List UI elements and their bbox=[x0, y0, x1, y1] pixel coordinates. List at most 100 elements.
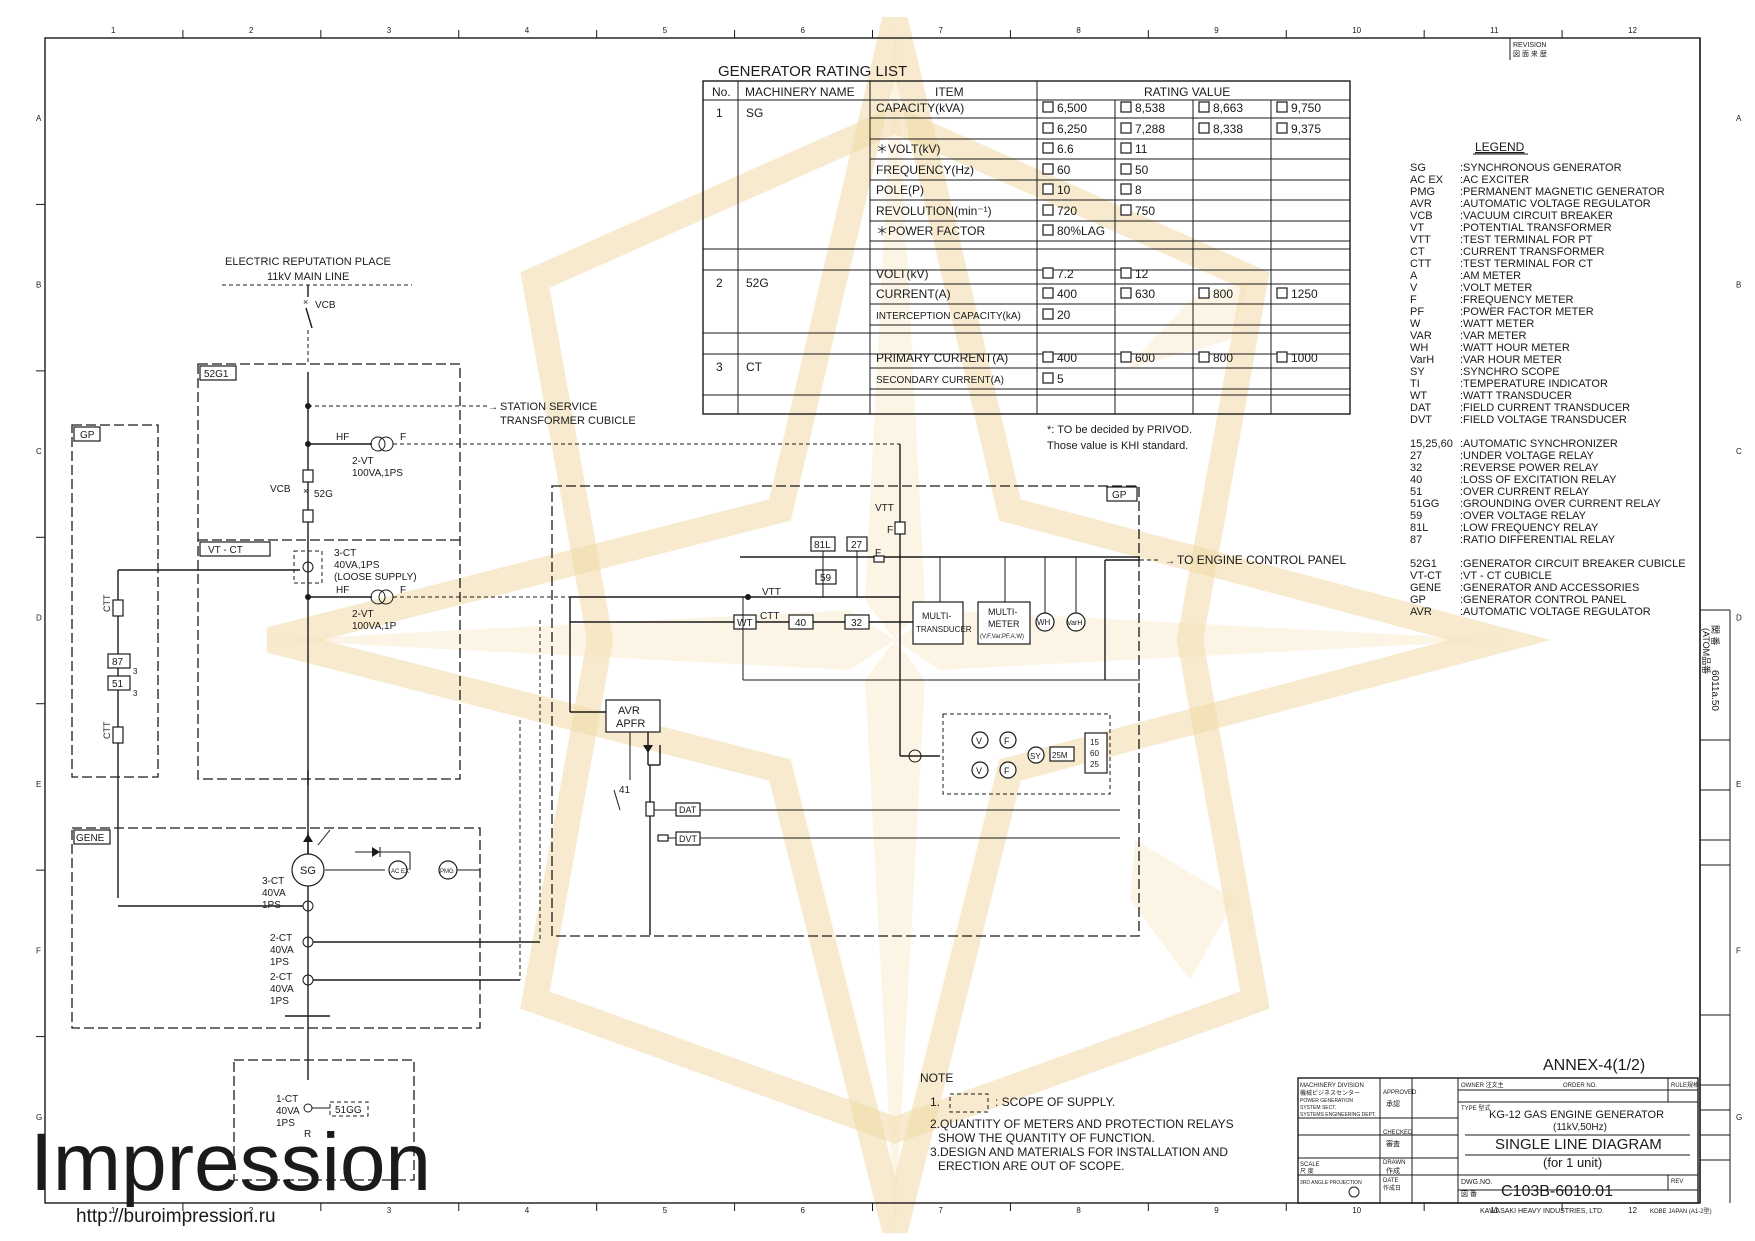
legend-relay-desc: :GROUNDING OVER CURRENT RELAY bbox=[1460, 498, 1661, 510]
rating-checkbox[interactable] bbox=[1120, 142, 1132, 154]
grid-column-1: 1 bbox=[111, 26, 116, 35]
rating-checkbox[interactable] bbox=[1198, 101, 1210, 113]
title-line-2: (11kV,50Hz) bbox=[1553, 1122, 1607, 1133]
cubicle-gp-left-label: GP bbox=[80, 430, 95, 441]
rating-checkbox[interactable] bbox=[1276, 287, 1288, 299]
rating-checkbox[interactable] bbox=[1276, 101, 1288, 113]
f-small-2-label: F bbox=[875, 548, 881, 559]
legend-cubicle-desc: :AUTOMATIC VOLTAGE REGULATOR bbox=[1460, 606, 1651, 618]
legend-item-desc: :SYNCHRONOUS GENERATOR bbox=[1460, 162, 1622, 174]
sync-25: 25 bbox=[1090, 760, 1099, 769]
rating-checkbox[interactable] bbox=[1120, 163, 1132, 175]
rating-checkbox[interactable] bbox=[1042, 267, 1054, 279]
rating-item: CURRENT(A) bbox=[876, 287, 951, 301]
legend-relay-desc: :RATIO DIFFERENTIAL RELAY bbox=[1460, 534, 1616, 546]
meter-25m: 25M bbox=[1052, 751, 1068, 760]
ctt3-label: CTT bbox=[760, 611, 779, 622]
legend-item-desc: :CURRENT TRANSFORMER bbox=[1460, 246, 1604, 258]
rating-checkbox[interactable] bbox=[1276, 122, 1288, 134]
annex-label: ANNEX-4(1/2) bbox=[1543, 1057, 1645, 1074]
rating-header-no: No. bbox=[712, 85, 731, 99]
rating-checkbox[interactable] bbox=[1120, 183, 1132, 195]
legend-item-abbr: VCB bbox=[1410, 210, 1433, 222]
rating-checkbox[interactable] bbox=[1120, 101, 1132, 113]
rating-checkbox[interactable] bbox=[1120, 351, 1132, 363]
legend-item-desc: :VAR HOUR METER bbox=[1460, 354, 1562, 366]
rating-checkbox[interactable] bbox=[1042, 122, 1054, 134]
rule-label: RULE規格 bbox=[1671, 1081, 1699, 1089]
division-1: MACHINERY DIVISION bbox=[1300, 1083, 1364, 1089]
grid-column-4: 4 bbox=[525, 1206, 530, 1215]
rating-checkbox[interactable] bbox=[1120, 204, 1132, 216]
legend-relay-abbr: 15,25,60 bbox=[1410, 438, 1453, 450]
rating-item: INTERCEPTION CAPACITY(kA) bbox=[876, 311, 1021, 322]
cubicle-gene-label: GENE bbox=[76, 833, 105, 844]
vt2-1-label: 2-VT bbox=[352, 456, 374, 467]
vcb-52g-label: 52G bbox=[314, 489, 333, 500]
vtt2-label: VTT bbox=[762, 587, 781, 598]
scale-label: SCALE bbox=[1300, 1162, 1320, 1168]
rating-value: 750 bbox=[1135, 204, 1155, 218]
checked-label: CHECKED bbox=[1383, 1130, 1413, 1136]
single-line-diagram: ELECTRIC REPUTATION PLACE 11kV MAIN LINE… bbox=[71, 256, 1346, 1181]
rating-value: 630 bbox=[1135, 287, 1155, 301]
acex-label: AC EX bbox=[391, 869, 409, 875]
grid-column-11: 11 bbox=[1490, 26, 1499, 35]
order-no-label: ORDER NO. bbox=[1563, 1083, 1597, 1089]
rating-checkbox[interactable] bbox=[1042, 142, 1054, 154]
grid-column-4: 4 bbox=[525, 26, 530, 35]
drawn-jp: 作成 bbox=[1386, 1166, 1400, 1175]
rating-checkbox[interactable] bbox=[1198, 122, 1210, 134]
rating-checkbox[interactable] bbox=[1042, 101, 1054, 113]
ct2a-class: 1PS bbox=[270, 957, 289, 968]
rating-value: 10 bbox=[1057, 183, 1071, 197]
grid-row-right-C: C bbox=[1736, 447, 1742, 456]
rating-group-no: 2 bbox=[716, 276, 723, 290]
rating-item: FREQUENCY(Hz) bbox=[876, 163, 974, 177]
rating-checkbox[interactable] bbox=[1120, 122, 1132, 134]
rating-checkbox[interactable] bbox=[1042, 224, 1054, 236]
rating-checkbox[interactable] bbox=[1042, 287, 1054, 299]
rating-value: 60 bbox=[1057, 163, 1071, 177]
rating-value: 8,538 bbox=[1135, 101, 1165, 115]
sg-ct-label: 3-CT bbox=[262, 876, 284, 887]
relay-81l: 81L bbox=[814, 540, 831, 551]
rating-value: 11 bbox=[1135, 142, 1148, 156]
rating-checkbox[interactable] bbox=[1198, 351, 1210, 363]
rating-header-item: ITEM bbox=[935, 85, 964, 99]
rating-value: 6,500 bbox=[1057, 101, 1087, 115]
relay-27: 27 bbox=[851, 540, 863, 551]
rating-checkbox[interactable] bbox=[1042, 372, 1054, 384]
scale-jp: 尺 度 bbox=[1300, 1167, 1314, 1175]
note-title: NOTE bbox=[920, 1071, 953, 1085]
rating-checkbox[interactable] bbox=[1120, 267, 1132, 279]
sync-60: 60 bbox=[1090, 749, 1099, 758]
impression-url: http://buroimpression.ru bbox=[76, 1206, 276, 1227]
rating-item: SECONDARY CURRENT(A) bbox=[876, 375, 1004, 386]
legend-cubicle-abbr: VT-CT bbox=[1410, 570, 1442, 582]
rating-checkbox[interactable] bbox=[1042, 204, 1054, 216]
grid-column-8: 8 bbox=[1076, 1206, 1081, 1215]
legend-relay-desc: :OVER CURRENT RELAY bbox=[1460, 486, 1590, 498]
background-star-watermark bbox=[266, 17, 1551, 1234]
rating-checkbox[interactable] bbox=[1042, 163, 1054, 175]
rating-checkbox[interactable] bbox=[1042, 351, 1054, 363]
rating-checkbox[interactable] bbox=[1276, 351, 1288, 363]
legend-item-abbr: VT bbox=[1410, 222, 1424, 234]
relay-40: 40 bbox=[795, 618, 807, 629]
grid-column-6: 6 bbox=[801, 26, 806, 35]
ct2b-label: 2-CT bbox=[270, 972, 292, 983]
rating-checkbox[interactable] bbox=[1120, 287, 1132, 299]
rating-value: 6,250 bbox=[1057, 122, 1087, 136]
meter-v1: V bbox=[976, 736, 982, 746]
rating-checkbox[interactable] bbox=[1042, 183, 1054, 195]
rating-value: 9,750 bbox=[1291, 101, 1321, 115]
legend-relay-abbr: 40 bbox=[1410, 474, 1422, 486]
rating-checkbox[interactable] bbox=[1198, 287, 1210, 299]
legend-item-abbr: CTT bbox=[1410, 258, 1432, 270]
legend-relay-abbr: 32 bbox=[1410, 462, 1422, 474]
rating-item: PRIMARY CURRENT(A) bbox=[876, 351, 1008, 365]
rating-checkbox[interactable] bbox=[1042, 308, 1054, 320]
side-atom-label: (ATOM品番 bbox=[1701, 628, 1712, 674]
